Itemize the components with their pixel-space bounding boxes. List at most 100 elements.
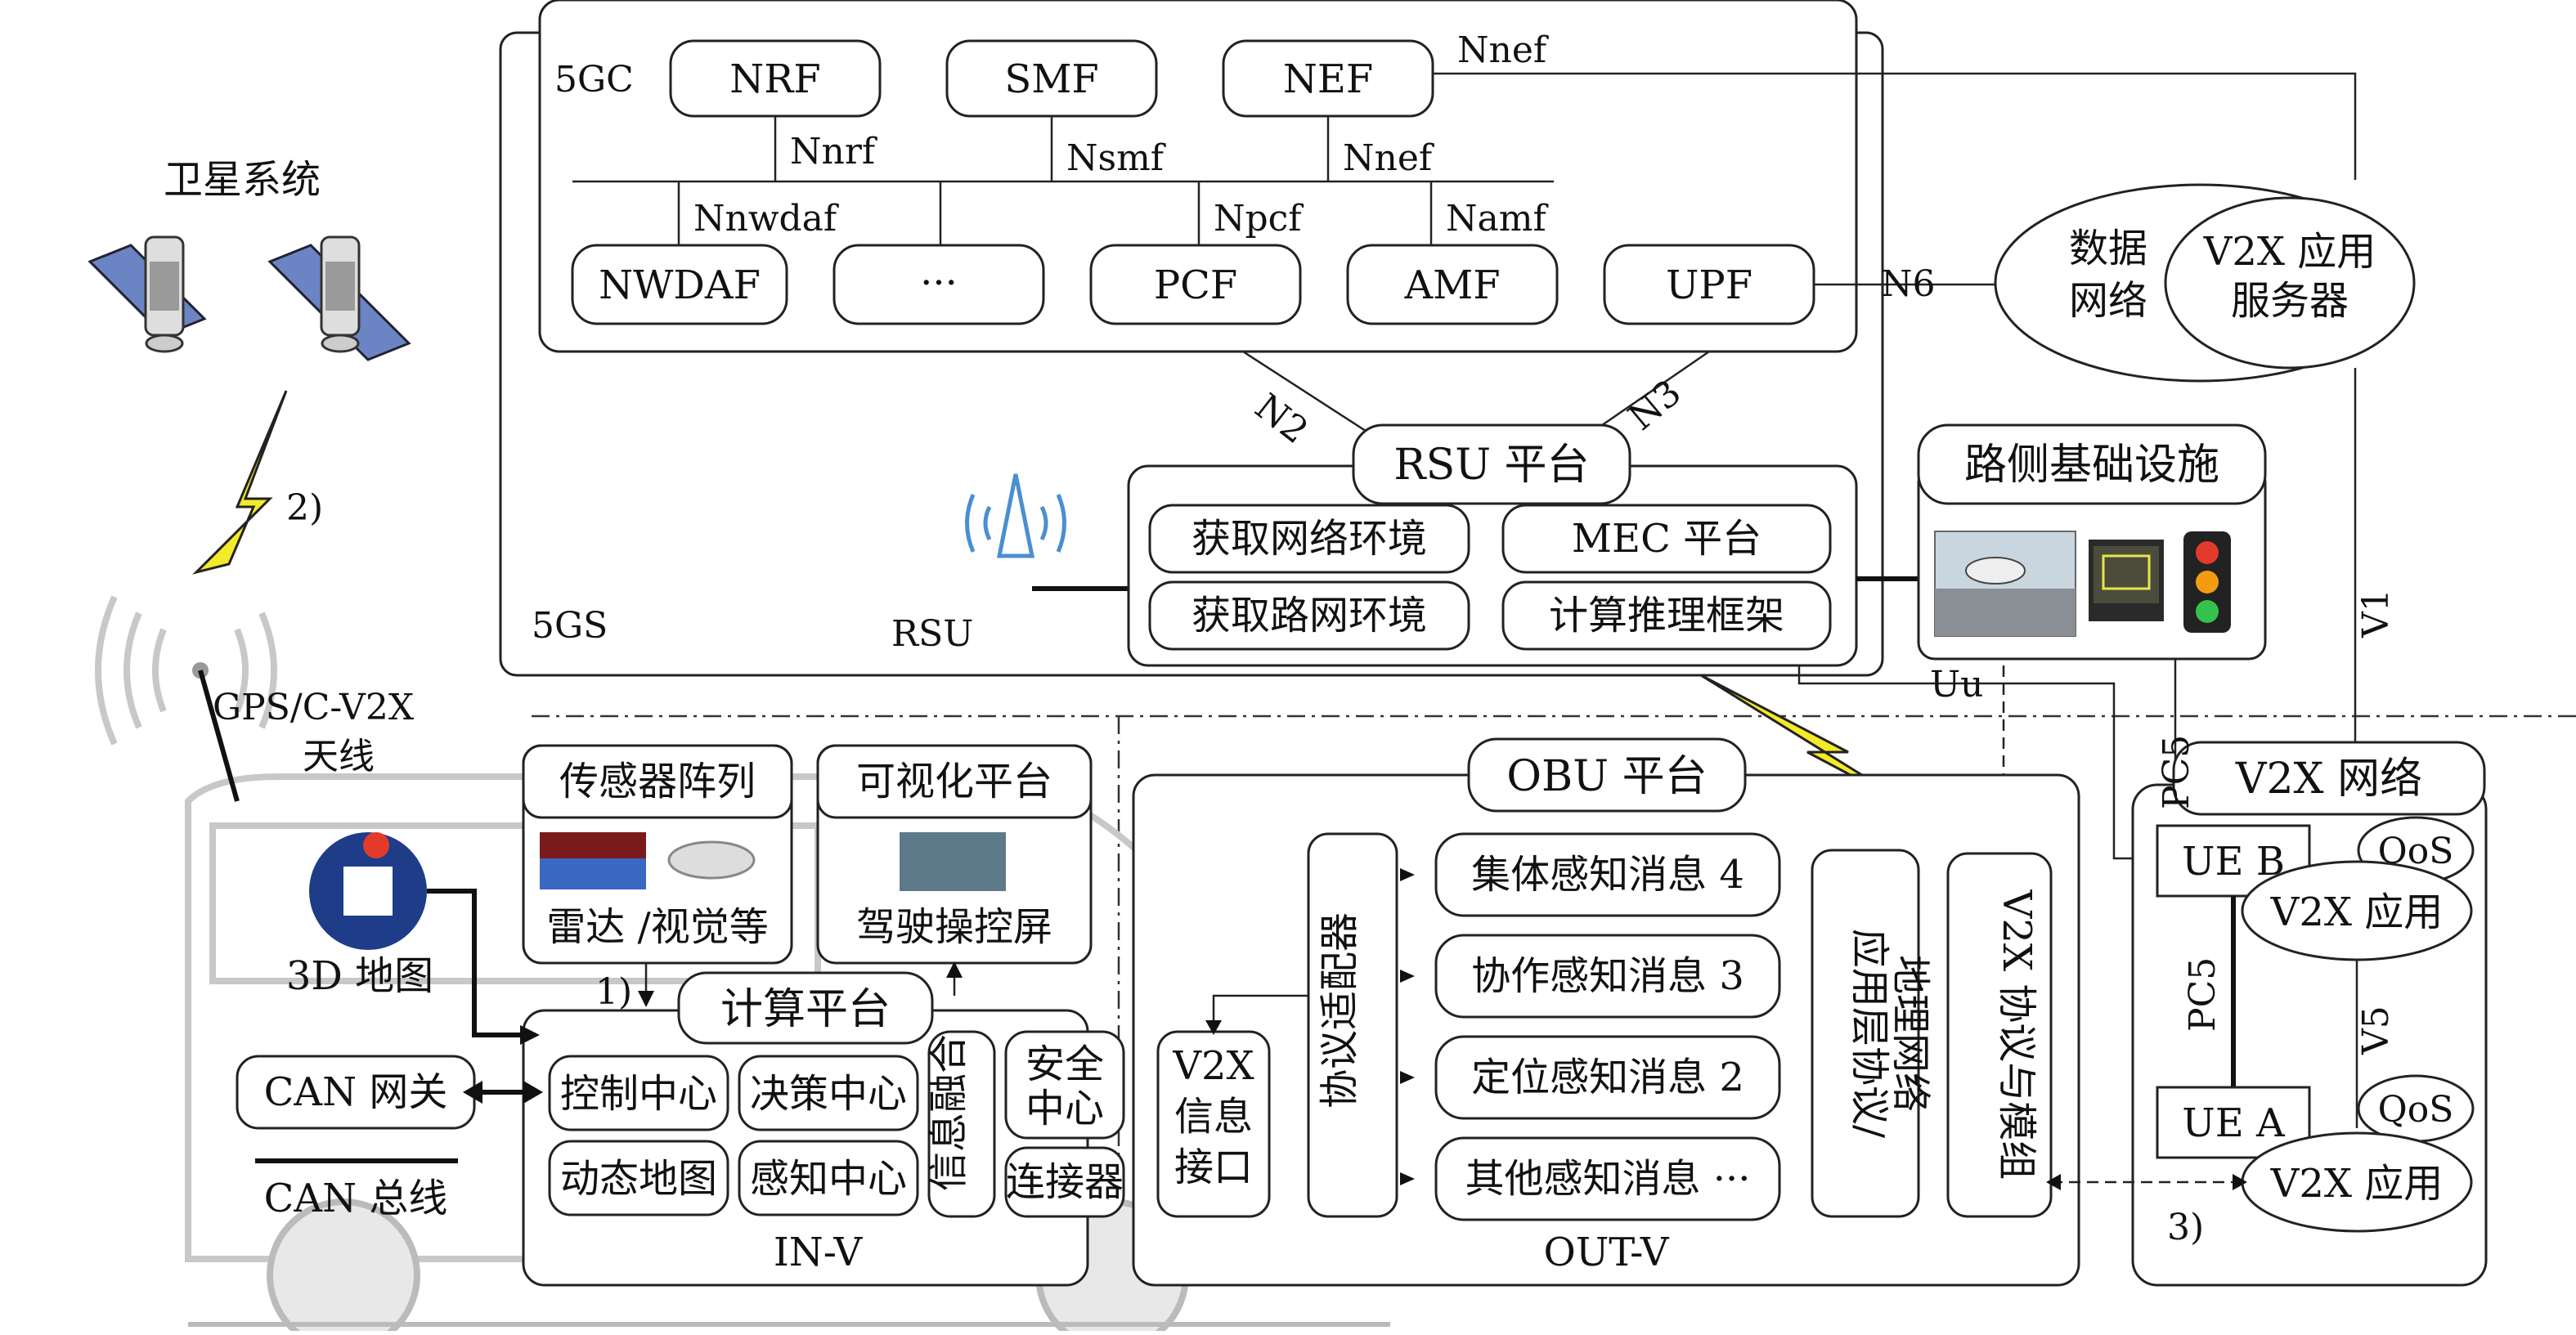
v2x-app-b[interactable]: V2X 应用 — [2241, 860, 2473, 961]
svg-text:其他感知消息 ···: 其他感知消息 ··· — [1465, 1156, 1750, 1202]
traffic-monitor-icon — [2089, 540, 2164, 621]
svg-text:协议适配器: 协议适配器 — [1317, 912, 1362, 1109]
compute-platform-title: 计算平台 — [677, 971, 934, 1045]
nf-nrf-label: NRF — [729, 56, 820, 102]
rsu-platform-title: RSU 平台 — [1352, 423, 1631, 505]
traffic-light-icon — [2183, 531, 2231, 633]
iface-nnwdaf: Nnwdaf — [693, 198, 839, 240]
svg-text:UE A: UE A — [2182, 1100, 2286, 1146]
svg-text:连接器: 连接器 — [1006, 1159, 1124, 1205]
svg-text:UE B: UE B — [2182, 839, 2285, 885]
app-server-label-2: 服务器 — [2231, 278, 2349, 324]
svg-text:决策中心: 决策中心 — [750, 1071, 907, 1117]
nf-upf[interactable]: UPF — [1603, 244, 1815, 325]
nf-nwdaf[interactable]: NWDAF — [571, 244, 788, 325]
svg-text:安全: 安全 — [1025, 1042, 1104, 1087]
roadside-title: 路侧基础设施 — [1917, 423, 2267, 505]
svg-text:雷达 /视觉等: 雷达 /视觉等 — [546, 904, 768, 950]
satellite-icon-2 — [267, 235, 411, 361]
visualization-platform: 可视化平台 驾驶操控屏 — [816, 744, 1093, 965]
svg-text:V2X 应用: V2X 应用 — [2270, 889, 2444, 935]
step-1-label: 1) — [595, 971, 632, 1013]
svg-text:V2X 应用: V2X 应用 — [2270, 1161, 2444, 1207]
svg-text:可视化平台: 可视化平台 — [856, 759, 1052, 804]
rsu-module-mec[interactable]: MEC 平台 — [1501, 504, 1832, 574]
nf-smf[interactable]: SMF — [945, 39, 1158, 118]
msg-arrows — [1400, 868, 1415, 1185]
svg-text:感知中心: 感知中心 — [750, 1156, 907, 1202]
nf-amf[interactable]: AMF — [1346, 244, 1559, 325]
satellite-system: 卫星系统 2) — [88, 157, 411, 575]
svg-text:信息: 信息 — [1174, 1094, 1253, 1140]
nf-nef[interactable]: NEF — [1222, 39, 1434, 118]
qos-a[interactable]: QoS — [2357, 1074, 2475, 1143]
rsu-module-net-env[interactable]: 获取网络环境 — [1148, 504, 1470, 574]
svg-text:地理网络: 地理网络 — [1887, 955, 1933, 1112]
v2x-app-server[interactable] — [2164, 196, 2416, 370]
step-3-label: 3) — [2167, 1207, 2204, 1248]
msg-collective[interactable]: 集体感知消息 4 — [1434, 832, 1781, 917]
info-fusion[interactable]: 信息融合 — [926, 1030, 996, 1218]
nf-nwdaf-label: NWDAF — [599, 262, 761, 308]
cell-perception-center[interactable]: 感知中心 — [738, 1140, 919, 1216]
antenna-label-1: GPS/C-V2X — [213, 687, 415, 728]
data-network-label-1: 数据 — [2069, 226, 2147, 271]
label-5gs: 5GS — [532, 605, 608, 647]
screen-icon — [900, 832, 1006, 891]
svg-text:获取路网环境: 获取路网环境 — [1192, 593, 1427, 638]
out-v-title: OUT-V — [1543, 1230, 1669, 1275]
map-icon[interactable] — [309, 832, 427, 950]
adapter-to-iface — [1212, 994, 1322, 1025]
svg-text:定位感知消息 2: 定位感知消息 2 — [1471, 1055, 1744, 1100]
iface-nnef-top: Nnef — [1457, 29, 1549, 71]
connector[interactable]: 连接器 — [1004, 1146, 1125, 1218]
svg-text:CAN 网关: CAN 网关 — [264, 1069, 448, 1115]
iface-uu: Uu — [1930, 664, 1983, 706]
svg-text:应用层协议/: 应用层协议/ — [1847, 929, 1892, 1139]
nf-pcf[interactable]: PCF — [1089, 244, 1302, 325]
app-server-label-1: V2X 应用 — [2203, 229, 2376, 275]
iface-nnrf: Nnrf — [790, 131, 877, 172]
nf-more[interactable]: ··· — [832, 244, 1045, 325]
svg-text:驾驶操控屏: 驾驶操控屏 — [856, 904, 1052, 950]
svg-text:V2X 协议与模组: V2X 协议与模组 — [1994, 889, 2040, 1180]
can-gateway[interactable]: CAN 网关 — [236, 1055, 476, 1130]
v2x-network-title: V2X 网络 — [2172, 741, 2486, 816]
iface-v1: V1 — [2355, 589, 2397, 638]
nf-nrf[interactable]: NRF — [669, 39, 882, 118]
rsu-label: RSU — [891, 613, 973, 655]
svg-text:传感器阵列: 传感器阵列 — [559, 759, 756, 804]
svg-text:QoS: QoS — [2378, 1089, 2454, 1131]
map-link — [427, 889, 523, 1037]
app-layer-protocol[interactable]: 应用层协议/ 地理网络 — [1811, 849, 1933, 1218]
msg-positioning[interactable]: 定位感知消息 2 — [1434, 1035, 1781, 1120]
svg-text:协作感知消息 3: 协作感知消息 3 — [1471, 953, 1744, 999]
nf-smf-label: SMF — [1004, 56, 1098, 102]
cell-dynamic-map[interactable]: 动态地图 — [548, 1140, 729, 1216]
svg-text:中心: 中心 — [1025, 1086, 1104, 1131]
v2x-app-a[interactable]: V2X 应用 — [2241, 1131, 2473, 1233]
svg-text:信息融合: 信息融合 — [926, 1034, 972, 1191]
data-network: 数据 网络 V2X 应用 服务器 — [1994, 183, 2416, 383]
security-center[interactable]: 安全 中心 — [1004, 1030, 1125, 1140]
data-network-label-2: 网络 — [2069, 278, 2147, 324]
msg-other[interactable]: 其他感知消息 ··· — [1434, 1136, 1781, 1221]
svg-text:OBU 平台: OBU 平台 — [1506, 752, 1707, 801]
lightning-icon — [192, 390, 288, 575]
rsu-antenna — [965, 473, 1066, 558]
label-5gc: 5GC — [554, 59, 634, 101]
v2x-info-interface[interactable]: V2X 信息 接口 — [1156, 1030, 1271, 1218]
rsu-module-inference[interactable]: 计算推理框架 — [1501, 580, 1832, 651]
msg-cooperative[interactable]: 协作感知消息 3 — [1434, 934, 1781, 1019]
nf-more-label: ··· — [920, 260, 958, 306]
protocol-adapter[interactable]: 协议适配器 — [1307, 832, 1398, 1218]
svg-text:动态地图: 动态地图 — [560, 1156, 717, 1202]
nf-pcf-label: PCF — [1154, 262, 1237, 308]
rsu-module-road-env[interactable]: 获取路网环境 — [1148, 580, 1470, 651]
cell-control-center[interactable]: 控制中心 — [548, 1055, 729, 1131]
v2x-protocol-module[interactable]: V2X 协议与模组 — [1946, 852, 2053, 1218]
satellite-title: 卫星系统 — [164, 157, 321, 203]
svg-text:接口: 接口 — [1174, 1145, 1253, 1190]
cell-decision-center[interactable]: 决策中心 — [738, 1055, 919, 1131]
